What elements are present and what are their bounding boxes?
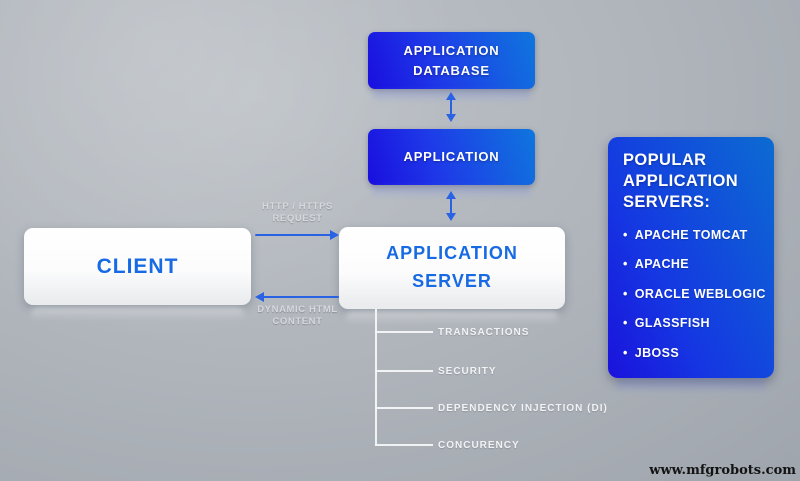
panel-title: POPULAR APPLICATION SERVERS: (623, 151, 739, 211)
arrowhead-left-icon (255, 291, 264, 302)
node-client: CLIENT (24, 228, 251, 305)
list-item-apache: • APACHE (623, 257, 764, 271)
arrow-shaft (255, 233, 332, 237)
arrowhead-up-icon (446, 92, 456, 100)
feature-label: SECURITY (438, 365, 497, 377)
double-arrow-application-server-icon (445, 191, 457, 221)
list-item-label: ORACLE WEBLOGIC (634, 286, 766, 301)
bullet-icon: • (623, 257, 628, 272)
list-item-apache-tomcat: • APACHE TOMCAT (623, 228, 764, 242)
feature-branch-line (375, 331, 433, 333)
feature-tree-trunk (375, 309, 377, 446)
arrow-shaft (262, 295, 339, 299)
feature-label: DEPENDENCY INJECTION (DI) (438, 402, 608, 414)
list-item-label: GLASSFISH (634, 316, 710, 331)
node-client-label: CLIENT (96, 254, 179, 278)
arrowhead-down-icon (446, 213, 456, 221)
bullet-icon: • (623, 286, 628, 301)
node-application-database-label: APPLICATION DATABASE (403, 43, 500, 78)
feature-label: TRANSACTIONS (438, 326, 530, 338)
list-item-label: APACHE TOMCAT (634, 227, 748, 242)
reflection-server (346, 311, 558, 323)
bullet-icon: • (623, 316, 628, 331)
feature-branch-line (375, 444, 433, 446)
arrow-shaft (449, 198, 453, 214)
edge-label-http-request: HTTP / HTTPS REQUEST (262, 201, 333, 225)
list-item-oracle-weblogic: • ORACLE WEBLOGIC (623, 286, 766, 301)
feature-branch-line (375, 407, 433, 409)
feature-row-dependency-injection: DEPENDENCY INJECTION (DI) (375, 400, 608, 416)
bullet-icon: • (623, 345, 628, 360)
popular-servers-panel: POPULAR APPLICATION SERVERS: • APACHE TO… (608, 137, 774, 378)
feature-row-security: SECURITY (375, 363, 497, 379)
list-item-label: JBOSS (634, 345, 680, 360)
arrow-shaft (449, 99, 453, 115)
double-arrow-database-application-icon (445, 92, 457, 122)
node-application-database: APPLICATION DATABASE (368, 32, 535, 89)
node-application-server: APPLICATION SERVER (339, 227, 565, 309)
node-application-label: APPLICATION (403, 149, 500, 165)
arrow-request-right-icon (255, 229, 339, 241)
arrowhead-right-icon (330, 229, 339, 240)
bullet-icon: • (623, 227, 628, 242)
feature-label: CONCURENCY (438, 439, 520, 451)
list-item-label: APACHE (634, 257, 690, 272)
feature-row-transactions: TRANSACTIONS (375, 324, 529, 340)
list-item-jboss: • JBOSS (623, 346, 764, 360)
arrowhead-down-icon (446, 114, 456, 122)
node-application: APPLICATION (368, 129, 535, 185)
feature-branch-line (375, 370, 433, 372)
reflection-panel (616, 380, 766, 394)
node-application-server-label: APPLICATION SERVER (386, 243, 518, 291)
arrowhead-up-icon (446, 191, 456, 199)
list-item-glassfish: • GLASSFISH (623, 316, 764, 330)
reflection-client (31, 307, 244, 319)
feature-row-concurrency: CONCURENCY (375, 437, 520, 453)
edge-label-dynamic-html: DYNAMIC HTML CONTENT (257, 304, 338, 328)
arrow-response-left-icon (255, 291, 339, 303)
watermark-url: www.mfgrobots.com (649, 463, 796, 478)
